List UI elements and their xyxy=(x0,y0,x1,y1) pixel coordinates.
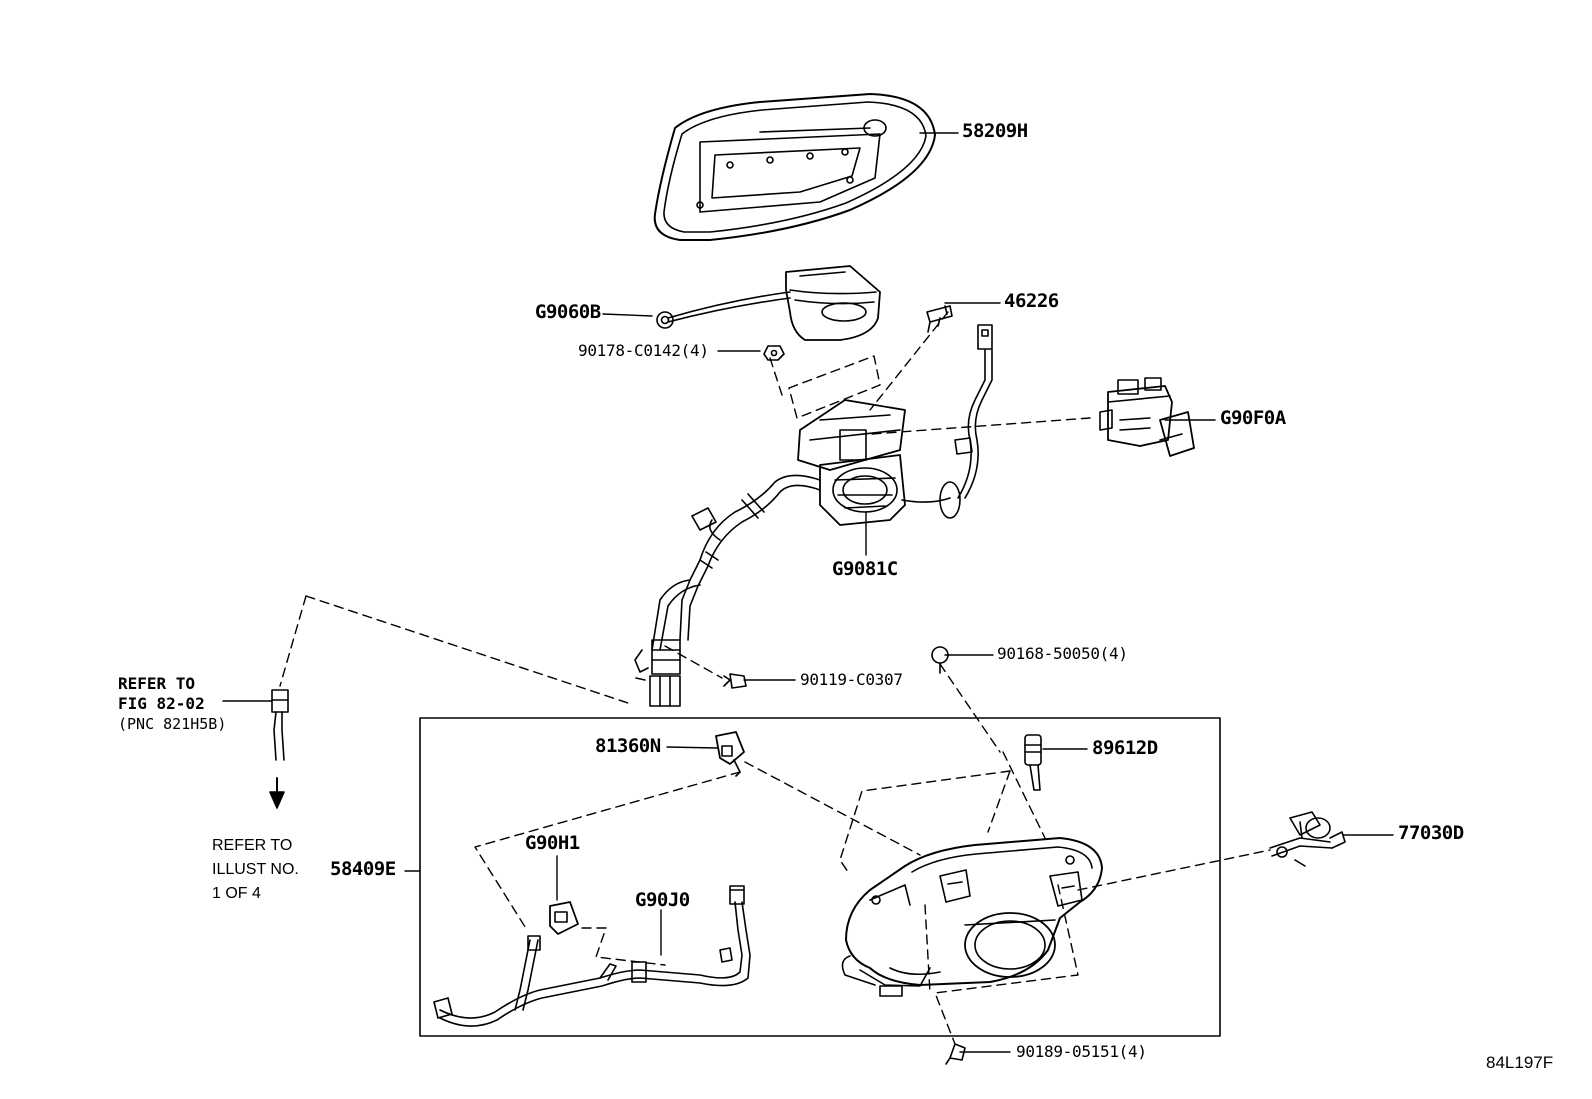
part-46226-cable xyxy=(926,305,953,333)
part-G90J0-harness xyxy=(433,885,751,1027)
refer-illust-line3: 1 OF 4 xyxy=(212,885,261,902)
refer-fig-line2: FIG 82-02 xyxy=(118,694,205,713)
part-81360N-sensor xyxy=(715,731,745,777)
part-89612D-sensor xyxy=(1024,734,1042,791)
part-label-58209H: 58209H xyxy=(962,120,1028,142)
refer-connector xyxy=(271,689,289,761)
illustration-code: 84L197F xyxy=(1486,1053,1554,1072)
part-90178-nut xyxy=(763,345,785,361)
part-label-90178: 90178-C0142(4) xyxy=(578,341,709,360)
part-label-G9081C: G9081C xyxy=(832,558,898,580)
refer-fig-line3: (PNC 821H5B) xyxy=(118,715,227,733)
part-G9060B-housing xyxy=(656,265,881,341)
part-90189-clip xyxy=(945,1043,966,1065)
part-90168-bolt xyxy=(931,646,949,674)
refer-fig-note: REFER TO FIG 82-02 (PNC 821H5B) xyxy=(118,674,226,734)
part-58209H-cover xyxy=(653,93,936,241)
part-G90H1-connector xyxy=(549,901,579,935)
refer-illust-line2: ILLUST NO. xyxy=(212,861,299,878)
dashed-lines xyxy=(279,311,1271,1045)
part-label-90189: 90189-05151(4) xyxy=(1016,1042,1147,1061)
part-77030D-lock xyxy=(1269,811,1346,867)
part-G90F0A-actuator xyxy=(1099,377,1195,457)
part-G9081C-assembly xyxy=(634,324,993,707)
part-label-G90H1: G90H1 xyxy=(525,832,580,854)
assembly-box-58409E xyxy=(419,717,1221,1037)
part-label-77030D: 77030D xyxy=(1398,822,1464,844)
part-label-58409E: 58409E xyxy=(330,858,396,880)
part-label-46226: 46226 xyxy=(1004,290,1059,312)
part-label-89612D: 89612D xyxy=(1092,737,1158,759)
leader-lines xyxy=(222,132,1394,1053)
part-label-G9060B: G9060B xyxy=(535,301,601,323)
part-90119-clip xyxy=(723,673,747,689)
refer-fig-line1: REFER TO xyxy=(118,674,196,693)
part-label-90119: 90119-C0307 xyxy=(800,670,903,689)
part-label-G90F0A: G90F0A xyxy=(1220,407,1286,429)
refer-arrow xyxy=(269,777,285,809)
part-58409E-housing xyxy=(841,837,1103,997)
part-label-90168: 90168-50050(4) xyxy=(997,644,1128,663)
part-label-G90J0: G90J0 xyxy=(635,889,690,911)
refer-illust-line1: REFER TO xyxy=(212,837,293,854)
part-label-81360N: 81360N xyxy=(595,735,661,757)
refer-illust-note: REFER TO ILLUST NO. 1 OF 4 xyxy=(212,834,299,906)
